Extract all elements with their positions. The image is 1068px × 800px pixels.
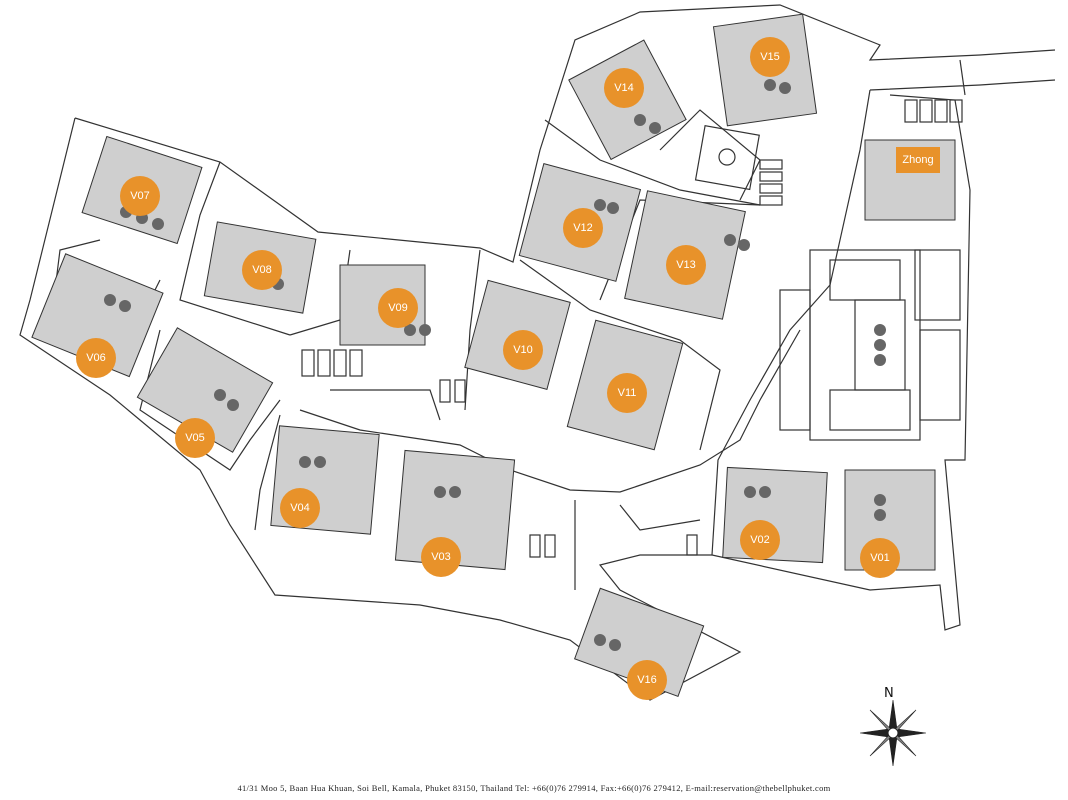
villa-marker-v13[interactable]: V13 — [666, 245, 706, 285]
villa-marker-v10[interactable]: V10 — [503, 330, 543, 370]
zhong-marker[interactable]: Zhong — [896, 147, 940, 173]
villa-marker-v05[interactable]: V05 — [175, 418, 215, 458]
villa-marker-v08[interactable]: V08 — [242, 250, 282, 290]
villa-marker-v16[interactable]: V16 — [627, 660, 667, 700]
villa-marker-v03[interactable]: V03 — [421, 537, 461, 577]
site-boundary — [74, 4, 1056, 631]
footer-address: 41/31 Moo 5, Baan Hua Khuan, Soi Bell, K… — [237, 783, 831, 793]
compass-rose-icon — [860, 700, 926, 766]
villa-marker-v09[interactable]: V09 — [378, 288, 418, 328]
villa-marker-v04[interactable]: V04 — [280, 488, 320, 528]
villa-marker-v07[interactable]: V07 — [120, 176, 160, 216]
villa-marker-v06[interactable]: V06 — [76, 338, 116, 378]
villa-marker-v14[interactable]: V14 — [604, 68, 644, 108]
villa-marker-v15[interactable]: V15 — [750, 37, 790, 77]
villa-marker-v02[interactable]: V02 — [740, 520, 780, 560]
north-label: N — [884, 686, 894, 701]
villa-marker-v01[interactable]: V01 — [860, 538, 900, 578]
villa-marker-v11[interactable]: V11 — [607, 373, 647, 413]
villa-marker-v12[interactable]: V12 — [563, 208, 603, 248]
